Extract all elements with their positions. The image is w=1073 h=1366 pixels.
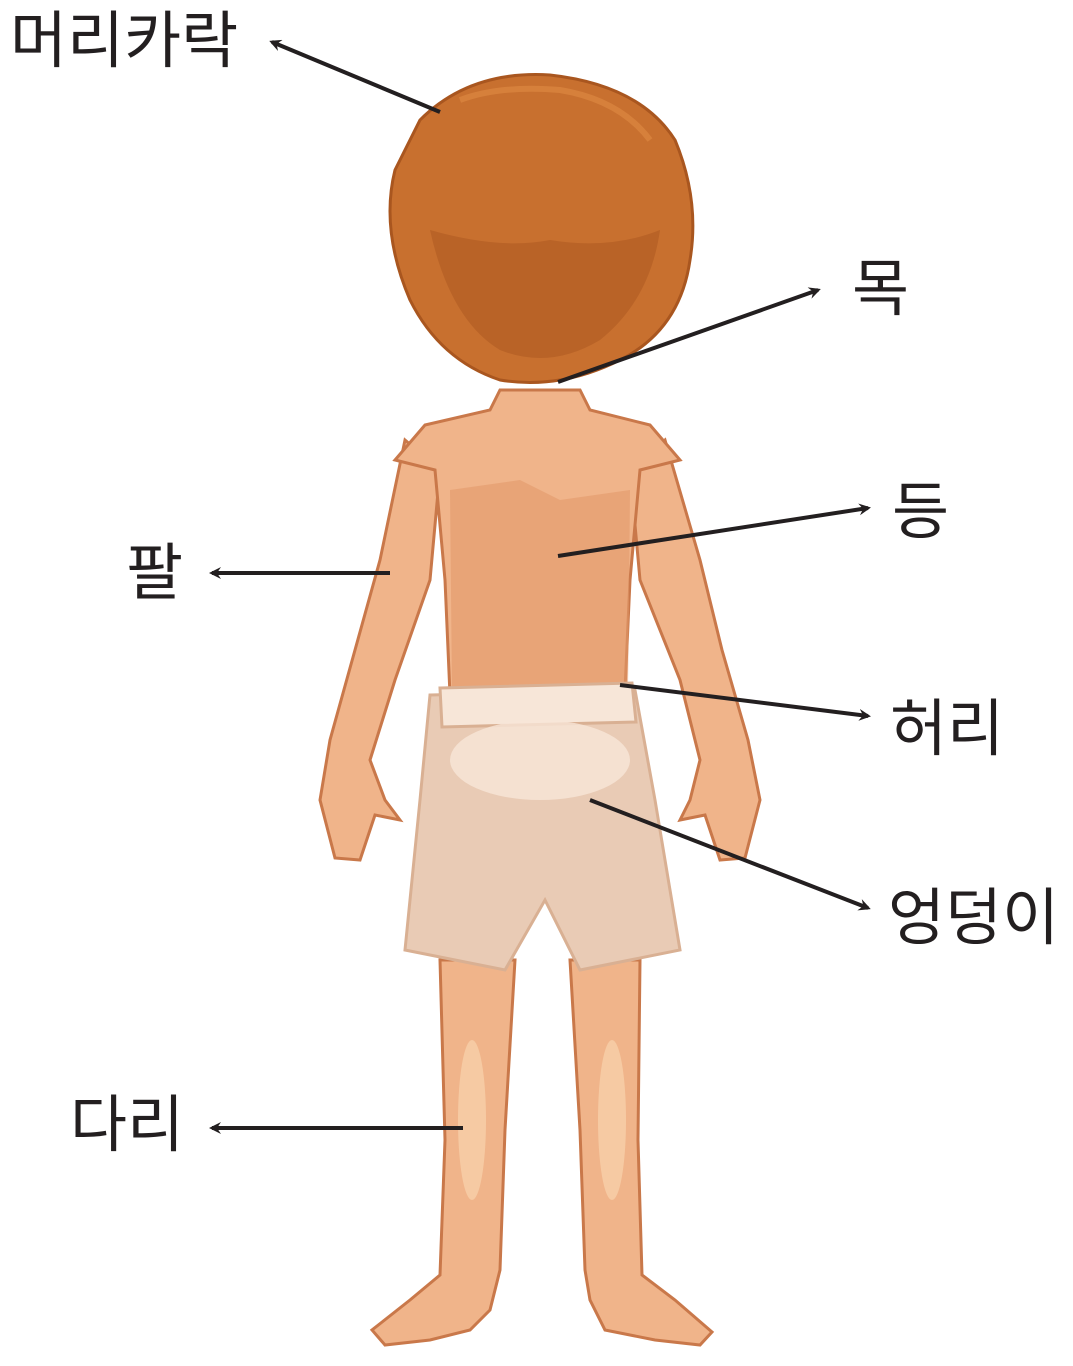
legs xyxy=(372,960,712,1345)
label-back: 등 xyxy=(892,481,949,543)
shorts xyxy=(405,683,680,970)
label-leg: 다리 xyxy=(70,1094,184,1156)
label-neck: 목 xyxy=(852,258,909,320)
label-hair: 머리카락 xyxy=(10,10,238,72)
waist-arrow xyxy=(620,685,868,716)
label-arm: 팔 xyxy=(126,542,183,604)
label-hip: 엉덩이 xyxy=(888,887,1059,949)
hair-arrow xyxy=(272,42,440,112)
label-waist: 허리 xyxy=(890,698,1004,760)
hair xyxy=(390,75,693,383)
